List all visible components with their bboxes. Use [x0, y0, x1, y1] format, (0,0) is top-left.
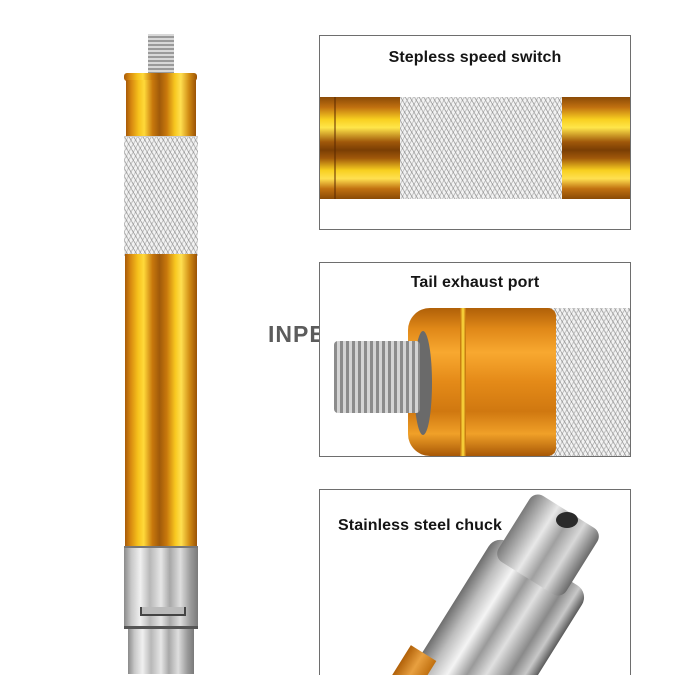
exhaust-cap [408, 308, 556, 456]
panel-title: Tail exhaust port [410, 274, 540, 291]
panel-title: Stainless steel chuck [338, 517, 502, 534]
speed-switch-knurl [400, 97, 562, 199]
speed-switch-knurl [124, 136, 198, 256]
air-inlet-thread [148, 34, 174, 74]
grip-knurl [548, 308, 630, 456]
exhaust-groove [460, 308, 466, 456]
exhaust-sleeve [126, 80, 196, 136]
chuck-slot [140, 607, 186, 616]
panel-title: Stepless speed switch [388, 49, 562, 66]
tube-right [562, 97, 630, 199]
chuck-tip [128, 629, 194, 674]
tube-ring [334, 97, 336, 199]
panel-speed-switch: Stepless speed switch [319, 35, 631, 230]
panel-tail-exhaust: Tail exhaust port [319, 262, 631, 457]
tube-left [320, 97, 400, 199]
inlet-thread [334, 341, 420, 413]
chuck-groove [124, 626, 198, 629]
product-full-view [0, 0, 300, 674]
main-body [125, 254, 197, 546]
chuck-bore [556, 512, 578, 528]
panel-chuck: Stainless steel chuck [319, 489, 631, 675]
tail-cap [124, 73, 197, 81]
